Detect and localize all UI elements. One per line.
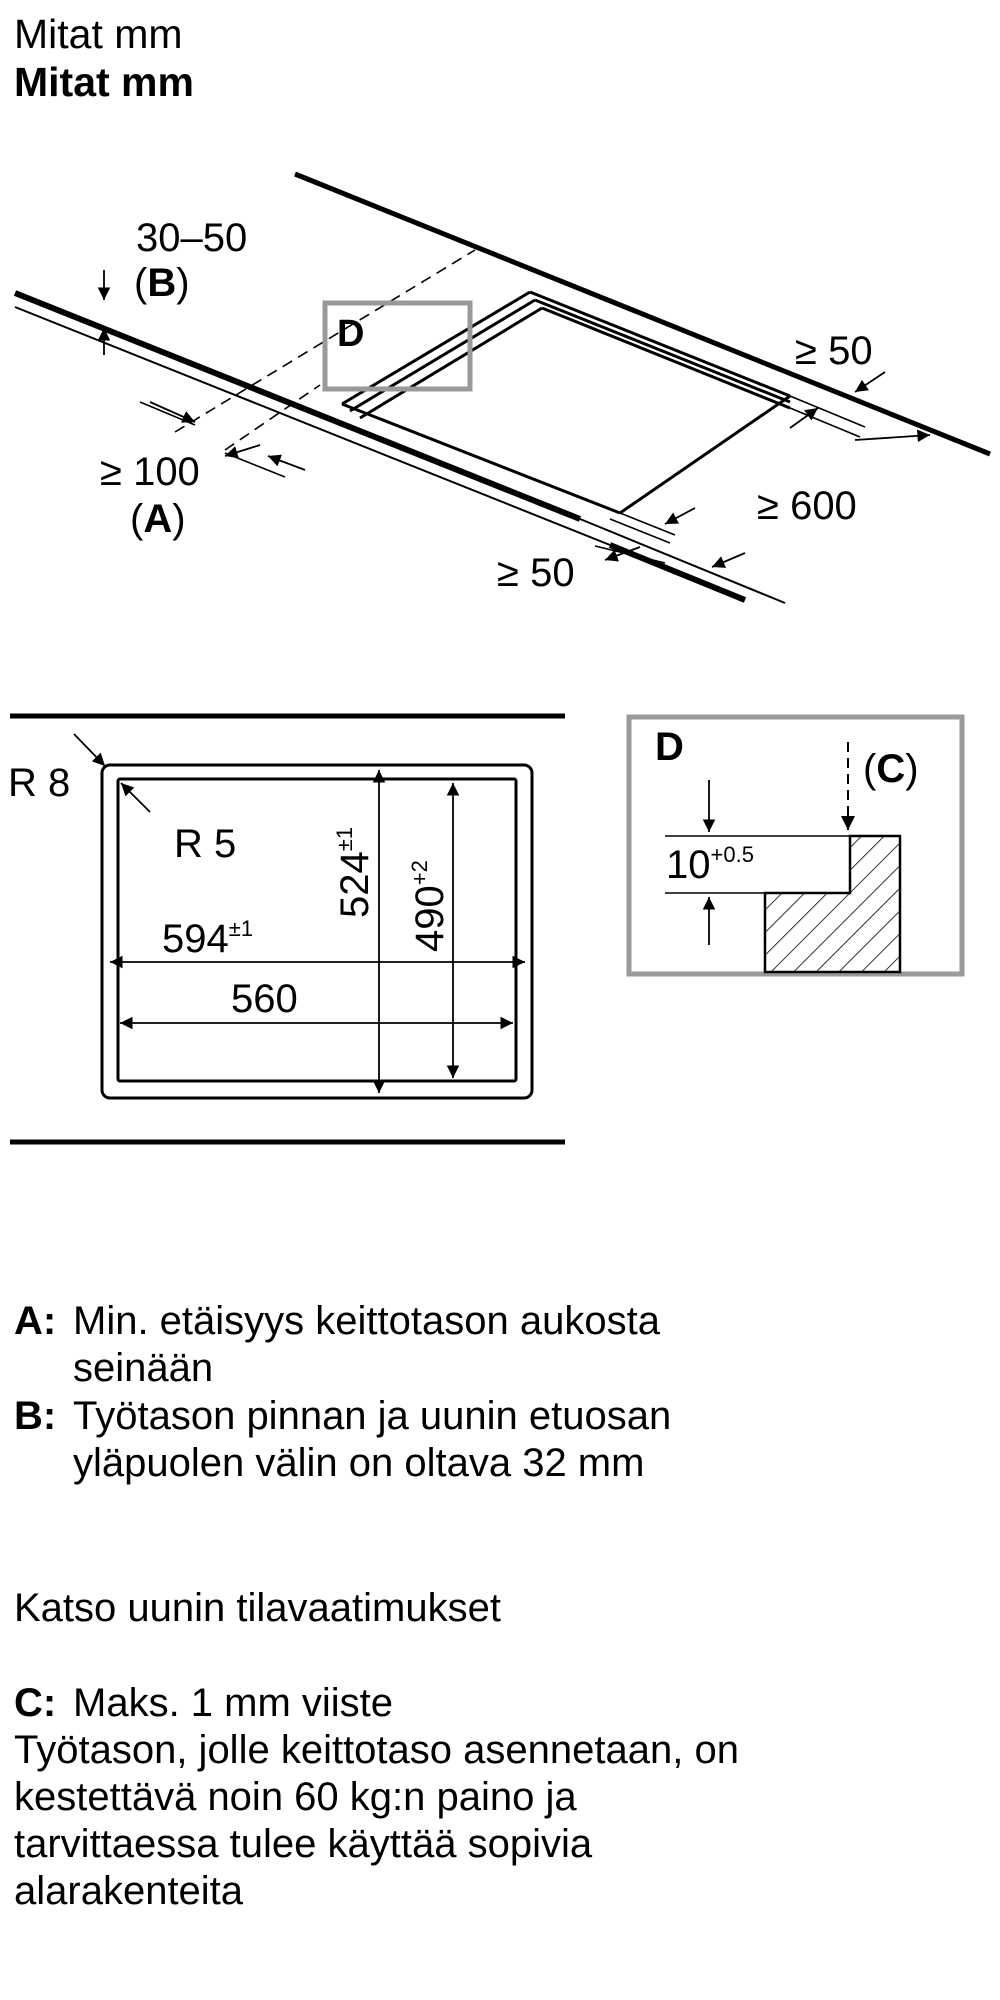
legend-c-text-3: kestettävä noin 60 kg:n paino ja — [14, 1775, 577, 1819]
dim-width-text: ≥ 600 — [757, 484, 857, 528]
worktop-isometric — [13, 171, 991, 604]
legend-b: B: Työtason pinnan ja uunin etuosan yläpu… — [14, 1393, 989, 1487]
dim-depth-text: 30–50 — [136, 216, 247, 260]
legend-a-key: A: — [14, 1299, 57, 1343]
legend-a-text-2: seinään — [73, 1346, 214, 1390]
legend-a-text: Min. etäisyys keittotason aukosta — [73, 1299, 660, 1343]
legend-c-text-5: alarakenteita — [14, 1869, 244, 1913]
dim-side-right-text: ≥ 50 — [795, 329, 873, 373]
width-inner-text: 560 — [231, 977, 298, 1021]
label-a: (A) — [130, 497, 186, 541]
worktop-edge-profile — [665, 742, 902, 974]
legend-c-key: C: — [14, 1681, 57, 1725]
depth-inner-text: 490+2 — [407, 860, 452, 952]
legend-b-text-2: yläpuolen välin on oltava 32 mm — [73, 1441, 645, 1485]
radius-outer-text: R 8 — [8, 761, 70, 805]
detail-d-label: D — [337, 313, 364, 355]
label-b: (B) — [134, 261, 190, 305]
legend-b-text: Työtason pinnan ja uunin etuosan — [73, 1394, 672, 1438]
page-title-bold: Mitat mm — [14, 59, 194, 105]
cutout-plan — [10, 713, 565, 1145]
legend-c-text: Maks. 1 mm viiste — [73, 1681, 394, 1725]
legend-c: C: Maks. 1 mm viiste Työtason, jolle keit… — [14, 1680, 989, 1915]
label-c: (C) — [863, 747, 919, 791]
legend-b-key: B: — [14, 1394, 57, 1438]
legend-c-text-4: tarvittaessa tulee käyttää sopivia — [14, 1822, 593, 1866]
recess-depth-text: 10+0.5 — [666, 842, 754, 887]
detail-title: D — [655, 725, 684, 769]
legend-a: A: Min. etäisyys keittotason aukosta sein… — [14, 1298, 989, 1392]
page-title: Mitat mm — [14, 11, 183, 57]
width-outer-text: 594±1 — [162, 916, 253, 961]
dim-rear-text: ≥ 100 — [100, 450, 200, 494]
legend-see-oven: Katso uunin tilavaatimukset — [14, 1586, 501, 1630]
radius-inner-text: R 5 — [174, 822, 236, 866]
depth-outer-text: 524±1 — [332, 827, 377, 918]
detail-d-frame — [626, 714, 965, 977]
dimension-diagram: D 30–50 (B) ≥ 100 (A) ≥ 50 ≥ 600 ≥ 50 R … — [8, 171, 991, 1145]
detail-d-marker — [322, 300, 473, 392]
legend-c-text-2: Työtason, jolle keittotaso asennetaan, o… — [14, 1728, 739, 1772]
dim-front-text: ≥ 50 — [497, 551, 575, 595]
